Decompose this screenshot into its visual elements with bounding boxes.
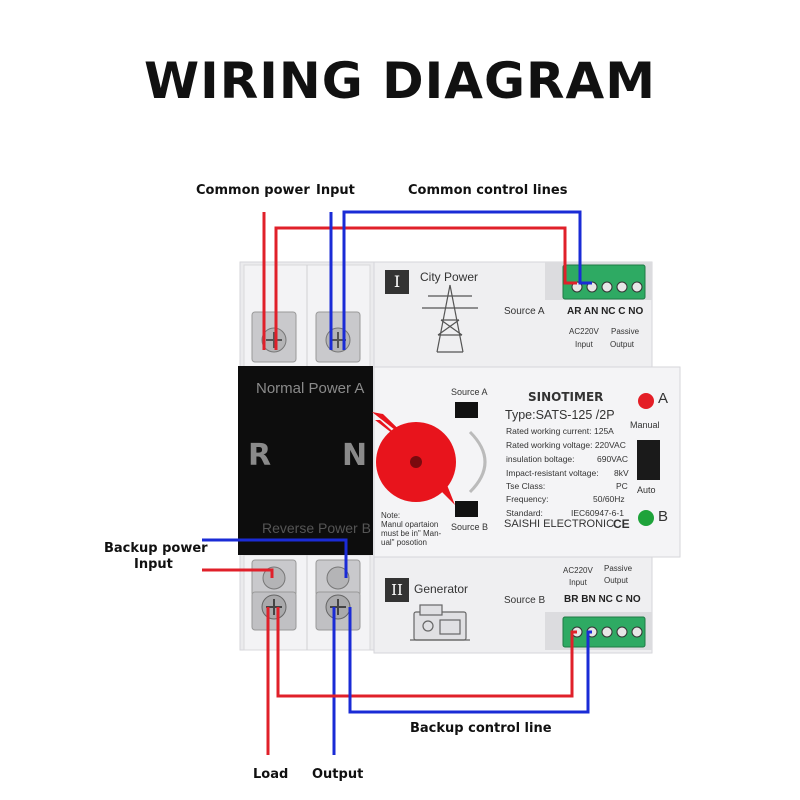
wire-backup-control-blue	[348, 607, 592, 714]
upper-input: Input	[575, 340, 593, 349]
switch-source-a: Source A	[451, 387, 488, 397]
black-block	[238, 366, 373, 555]
auto-label: Auto	[637, 485, 656, 495]
note-line-1: Note:	[381, 511, 401, 520]
label-backup-control-line: Backup control line	[410, 721, 552, 736]
note-line-2: Manul opartaion	[381, 520, 439, 529]
spec-label: Rated working voltage: 220VAC	[506, 440, 626, 450]
spec-label: Rated working current:	[506, 426, 592, 436]
lower-input: Input	[569, 578, 587, 587]
spec-value: 125A	[594, 426, 614, 436]
maker-name: SAISHI ELECTRONIC	[504, 518, 615, 530]
spec-value: 690VAC	[597, 454, 629, 464]
wire-backup-power-red	[202, 568, 274, 578]
source-a-window	[455, 402, 478, 418]
label-backup-power: Backup power	[104, 541, 208, 556]
switch-source-b: Source B	[451, 522, 489, 532]
indicator-b-label: B	[658, 508, 669, 525]
label-load: Load	[253, 767, 289, 782]
spec-label: insulation boltage:	[506, 454, 575, 464]
ce-mark: CE	[613, 517, 630, 531]
spec-label: Impact-resistant voltage:	[506, 468, 599, 478]
lower-output: Output	[604, 576, 629, 585]
source-b-window	[455, 501, 478, 517]
manual-auto-switch	[637, 440, 660, 480]
upper-ac220v: AC220V	[569, 327, 599, 336]
lower-ac220v: AC220V	[563, 566, 593, 575]
roman-lower: II	[391, 581, 403, 599]
rotary-knob	[372, 412, 456, 505]
indicator-b-led	[638, 510, 654, 526]
spec-value: 8kV	[614, 468, 629, 478]
brand-name: SINOTIMER	[528, 390, 604, 404]
indicator-a-label: A	[658, 390, 669, 407]
power-pylon-icon	[422, 284, 478, 353]
label-input: Input	[316, 183, 355, 198]
lower-terminal-labels: BR BN NC C NO	[564, 594, 641, 605]
upper-terminal-labels: AR AN NC C NO	[567, 306, 644, 317]
indicator-a-led	[638, 393, 654, 409]
label-common-control-lines: Common control lines	[408, 183, 568, 198]
label-common-power: Common power	[196, 183, 310, 198]
label-backup-input: Input	[134, 557, 173, 572]
switch-arc-arrow	[468, 430, 487, 494]
lower-panel-label: Generator	[414, 582, 469, 596]
black-block-bottom-text: Reverse Power B	[262, 520, 371, 536]
upper-output: Output	[610, 340, 635, 349]
black-block-r: R	[248, 438, 272, 473]
roman-box-upper	[385, 270, 409, 294]
spec-label: Frequency:	[506, 494, 549, 504]
black-block-top-text: Normal Power A	[256, 380, 365, 397]
black-block-n: N	[342, 438, 368, 473]
upper-panel-label: City Power	[420, 270, 479, 284]
wire-backup-power-blue	[202, 538, 348, 578]
note-line-4: ual" posotion	[381, 538, 427, 547]
lower-source-label: Source B	[504, 595, 546, 606]
spec-value: 50/60Hz	[593, 494, 625, 504]
spec-value: IEC60947-6-1	[571, 508, 624, 518]
upper-passive: Passive	[611, 327, 640, 336]
spec-label: Standard:	[506, 508, 543, 518]
manual-label: Manual	[630, 420, 660, 430]
label-output: Output	[312, 767, 364, 782]
lower-passive: Passive	[604, 564, 633, 573]
generator-icon	[410, 604, 470, 641]
roman-box-lower	[385, 578, 409, 602]
spec-value: PC	[616, 481, 628, 491]
upper-source-label: Source A	[504, 306, 545, 317]
wire-common-control-red	[274, 226, 577, 350]
page-title: WIRING DIAGRAM	[144, 52, 656, 110]
note-line-3: must be in" Man-	[381, 529, 442, 538]
device-type: Type:SATS-125 /2P	[505, 408, 615, 422]
roman-upper: I	[393, 272, 401, 291]
wire-common-control-blue	[342, 210, 592, 350]
spec-label: Tse Class:	[506, 481, 546, 491]
wire-backup-control-red	[276, 607, 577, 698]
